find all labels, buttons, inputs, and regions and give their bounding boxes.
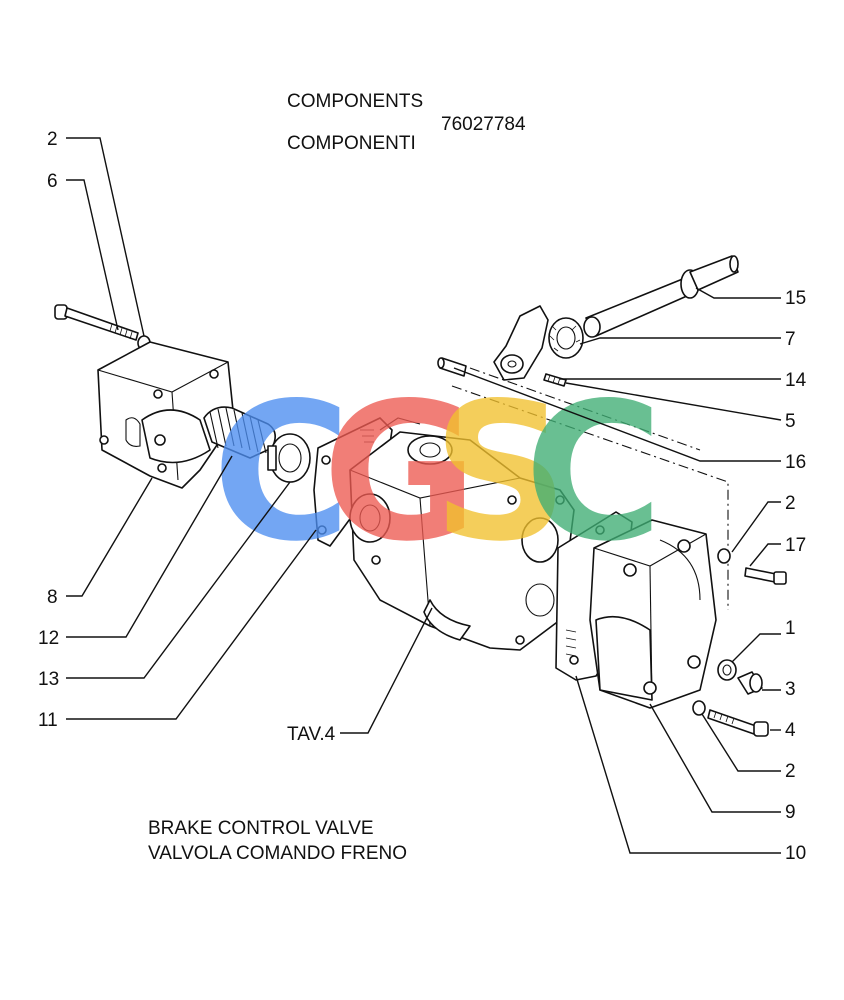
callout-17: 17 xyxy=(785,535,806,556)
callout-14: 14 xyxy=(785,370,807,391)
callout-16: 16 xyxy=(785,452,806,473)
callout-8: 8 xyxy=(47,587,58,608)
watermark-letter-g: G xyxy=(322,362,478,583)
callout-15: 15 xyxy=(785,288,806,309)
shaft-15 xyxy=(583,255,739,338)
callout-6: 6 xyxy=(47,171,58,192)
right-cover-9 xyxy=(589,519,717,709)
screw-17 xyxy=(744,567,787,585)
watermark-letter-c1: C xyxy=(212,362,351,583)
watermark-letter-s: S xyxy=(432,362,569,583)
reference-label: TAV.4 xyxy=(287,724,336,745)
bushing-7 xyxy=(548,317,584,359)
parts-drawing xyxy=(54,255,787,737)
pin-5 xyxy=(543,373,567,387)
callout-11: 11 xyxy=(38,710,58,731)
callout-2-right-upper: 2 xyxy=(785,493,796,514)
valve-body xyxy=(349,417,575,651)
leader-lines xyxy=(66,137,782,854)
title-english: COMPONENTS xyxy=(287,91,423,112)
washer-2-right-upper xyxy=(717,548,731,564)
callout-10: 10 xyxy=(785,843,806,864)
callout-7: 7 xyxy=(785,329,796,350)
plug-3 xyxy=(737,671,763,695)
callout-4: 4 xyxy=(785,720,796,741)
title-italian: COMPONENTI xyxy=(287,133,416,154)
callout-12: 12 xyxy=(38,628,59,649)
caption-english: BRAKE CONTROL VALVE xyxy=(148,818,374,839)
watermark-letter-c2: C xyxy=(524,362,663,583)
screw-4 xyxy=(707,709,769,737)
caption-italian: VALVOLA COMANDO FRENO xyxy=(148,843,407,864)
callout-1: 1 xyxy=(785,618,796,639)
callout-13: 13 xyxy=(38,669,59,690)
pin-16 xyxy=(437,357,467,377)
washer-2-right-lower xyxy=(692,700,706,716)
washer-1 xyxy=(717,659,737,681)
callout-2-top-left: 2 xyxy=(47,129,58,150)
piston-13 xyxy=(267,433,311,483)
callout-labels: 2 6 8 12 13 11 15 7 14 5 16 2 17 1 3 4 2… xyxy=(38,129,807,864)
part-number: 76027784 xyxy=(441,114,526,135)
watermark-logo: C G S C xyxy=(212,362,663,583)
lever-14 xyxy=(493,305,549,381)
callout-3: 3 xyxy=(785,679,796,700)
callout-2-right-lower: 2 xyxy=(785,761,796,782)
callout-5: 5 xyxy=(785,411,796,432)
callout-9: 9 xyxy=(785,802,796,823)
left-cover-8 xyxy=(97,341,235,489)
bolt-6 xyxy=(54,304,139,341)
